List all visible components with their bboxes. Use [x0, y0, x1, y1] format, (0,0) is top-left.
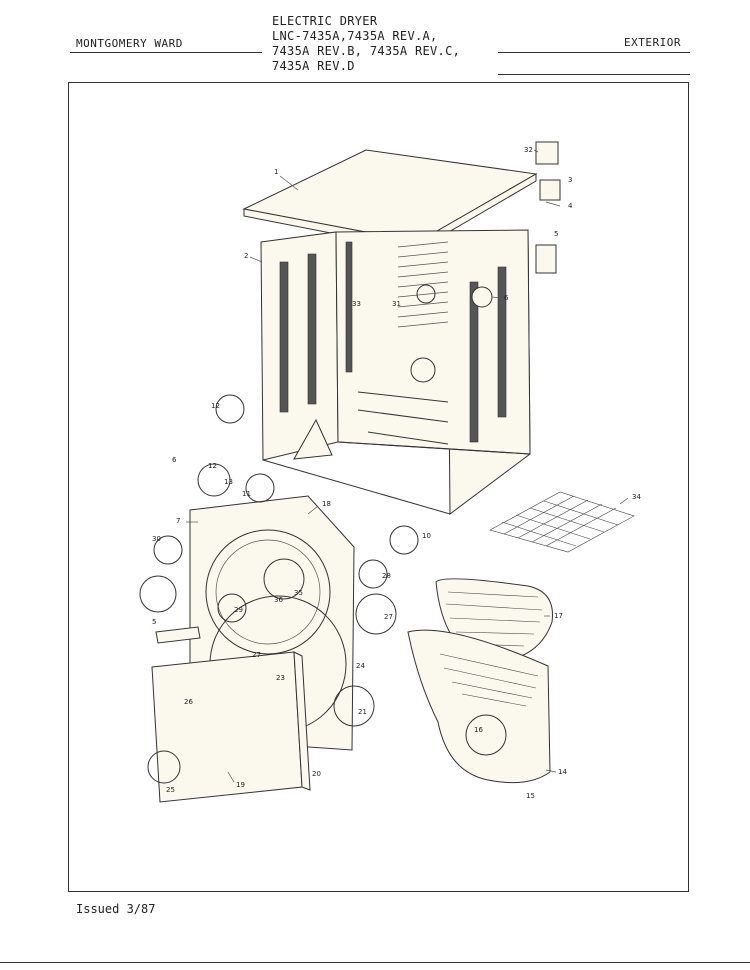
callout-16: 16 — [474, 726, 483, 734]
header-rule-right — [498, 52, 690, 53]
callout-26: 26 — [184, 698, 193, 706]
door — [151, 626, 311, 803]
issued-date: Issued 3/87 — [76, 902, 156, 916]
callout-4: 4 — [568, 202, 573, 210]
header-rule-left — [70, 52, 262, 53]
title-line-3: 7435A REV.B, 7435A REV.C, — [272, 44, 461, 58]
footer-rule — [0, 962, 750, 963]
callout-20: 20 — [312, 770, 321, 778]
title-line-1: ELECTRIC DRYER — [272, 14, 378, 28]
callout-7: 7 — [176, 517, 180, 525]
callout-36: 36 — [274, 596, 283, 604]
callout-27a: 27 — [384, 613, 393, 621]
title-line-4: 7435A REV.D — [272, 59, 355, 73]
exploded-parts-diagram: 1 2 3 4 5 5 6 6 7 10 11 12 12 13 14 15 1… — [139, 141, 641, 803]
brand-label: MONTGOMERY WARD — [76, 37, 183, 50]
callout-13: 13 — [224, 478, 233, 486]
callout-19: 19 — [236, 781, 245, 789]
callout-35: 35 — [294, 589, 303, 597]
callout-11: 11 — [242, 490, 251, 498]
callout-3: 3 — [568, 176, 572, 184]
callout-23: 23 — [276, 674, 285, 682]
callout-12a: 12 — [211, 402, 220, 410]
callout-30: 30 — [152, 535, 161, 543]
small-parts-right — [471, 141, 561, 308]
callout-2: 2 — [244, 252, 248, 260]
title-line-2: LNC-7435A,7435A REV.A, — [272, 29, 438, 43]
callout-5a: 5 — [554, 230, 558, 238]
callout-29: 29 — [234, 606, 243, 614]
section-label: EXTERIOR — [624, 36, 681, 49]
callout-6b: 6 — [172, 456, 177, 464]
leader-lines — [186, 149, 629, 783]
page-title: ELECTRIC DRYER LNC-7435A,7435A REV.A, 74… — [272, 14, 460, 74]
callout-6a: 6 — [504, 294, 509, 302]
diagram-frame — [68, 82, 689, 892]
callout-27b: 27 — [252, 651, 261, 659]
callout-labels: 1 2 3 4 5 5 6 6 7 10 11 12 12 13 14 15 1… — [152, 146, 641, 800]
callout-34: 34 — [632, 493, 641, 501]
lint-duct — [407, 629, 551, 784]
callout-31: 31 — [392, 300, 401, 308]
callout-21: 21 — [358, 708, 367, 716]
callout-24: 24 — [356, 662, 365, 670]
callout-15: 15 — [526, 792, 535, 800]
callout-18: 18 — [322, 500, 331, 508]
callout-10: 10 — [422, 532, 431, 540]
detail-circles — [139, 394, 507, 784]
header-rule-bottom — [498, 74, 690, 75]
callout-12b: 12 — [208, 462, 217, 470]
callout-1: 1 — [274, 168, 278, 176]
rear-vent — [397, 241, 449, 328]
callout-32: 32 — [524, 146, 533, 154]
callout-17: 17 — [554, 612, 563, 620]
callout-28: 28 — [382, 572, 391, 580]
callout-25: 25 — [166, 786, 175, 794]
callout-14: 14 — [558, 768, 567, 776]
drying-rack — [489, 491, 635, 553]
callout-5b: 5 — [152, 618, 156, 626]
cabinet — [260, 229, 531, 515]
callout-33: 33 — [352, 300, 361, 308]
